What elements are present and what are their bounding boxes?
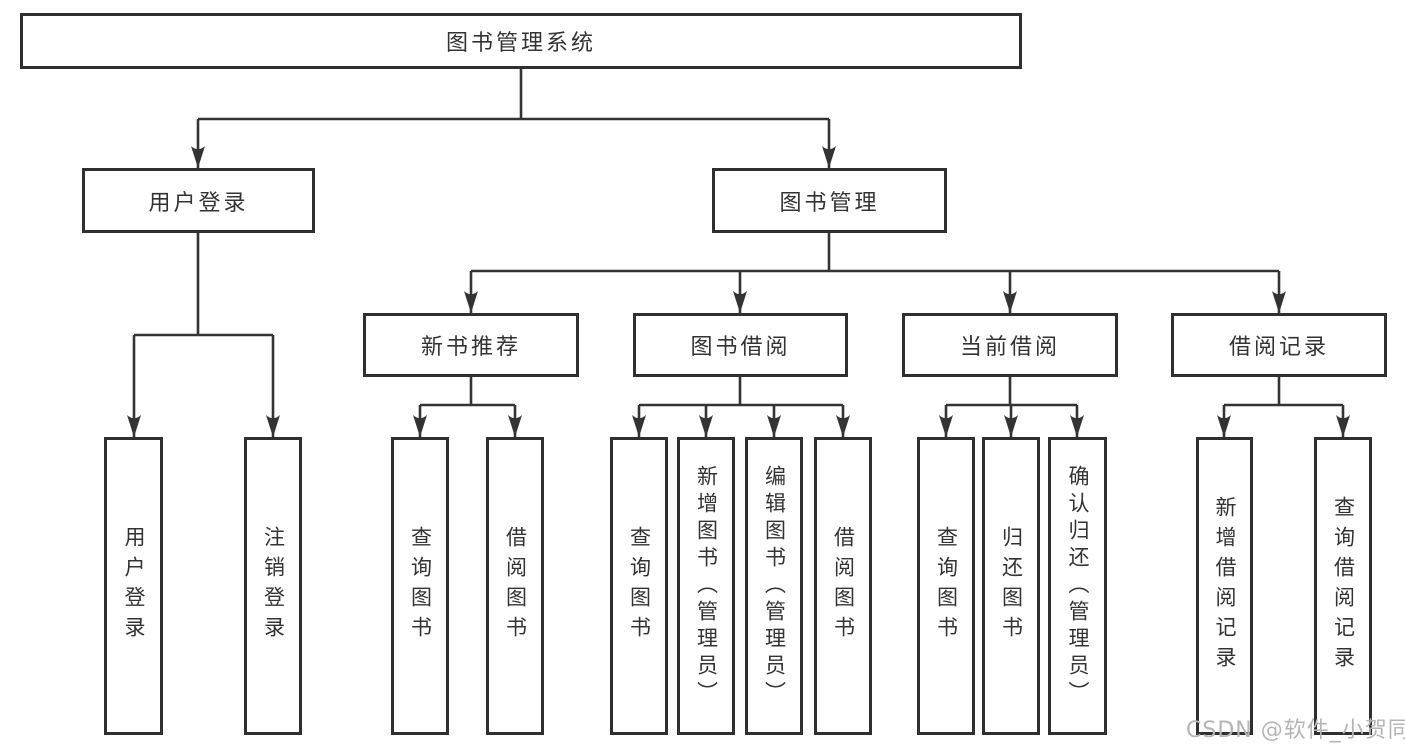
leaf-borrow-query-book: 查询图书 [610,437,668,735]
leaf-borrow-borrow-book-label: 借阅图书 [831,526,856,646]
watermark: CSDN @软件_小贺同学 [1186,718,1405,743]
node-borrow-record-label: 借阅记录 [1228,335,1329,360]
node-user-login: 用户登录 [82,168,315,233]
leaf-record-add-record: 新增借阅记录 [1196,437,1253,735]
leaf-user-login-label: 用户登录 [122,526,146,646]
node-new-book-recommend: 新书推荐 [363,313,579,377]
leaf-current-return-book-label: 归还图书 [999,526,1024,646]
leaf-recommend-borrow-book: 借阅图书 [486,437,544,735]
node-book-borrow: 图书借阅 [633,313,848,377]
leaf-borrow-add-book-label: 新增图书（管理员） [694,464,719,708]
leaf-borrow-borrow-book: 借阅图书 [814,437,872,735]
leaf-current-confirm-return: 确认归还（管理员） [1048,437,1107,735]
leaf-borrow-add-book: 新增图书（管理员） [677,437,735,735]
node-root: 图书管理系统 [20,13,1022,69]
leaf-recommend-query-book: 查询图书 [391,437,449,735]
node-book-borrow-label: 图书借阅 [690,335,791,360]
leaf-recommend-borrow-book-label: 借阅图书 [503,526,528,646]
leaf-borrow-edit-book-label: 编辑图书（管理员） [762,464,787,708]
leaf-record-query-record: 查询借阅记录 [1314,437,1372,735]
node-root-label: 图书管理系统 [445,31,596,56]
node-user-login-label: 用户登录 [148,190,249,216]
node-book-management: 图书管理 [712,168,947,233]
leaf-user-login: 用户登录 [104,437,163,735]
node-current-borrow-label: 当前借阅 [959,335,1060,360]
leaf-record-add-record-label: 新增借阅记录 [1213,496,1237,676]
node-new-book-recommend-label: 新书推荐 [420,335,521,360]
node-book-management-label: 图书管理 [779,190,880,216]
leaf-borrow-edit-book: 编辑图书（管理员） [745,437,803,735]
leaf-logout: 注销登录 [244,437,302,735]
leaf-current-query-book: 查询图书 [917,437,975,735]
leaf-current-confirm-return-label: 确认归还（管理员） [1066,464,1090,708]
leaf-recommend-query-book-label: 查询图书 [408,526,433,646]
leaf-record-query-record-label: 查询借阅记录 [1331,496,1356,676]
leaf-borrow-query-book-label: 查询图书 [627,526,652,646]
leaf-current-query-book-label: 查询图书 [934,526,959,646]
leaf-logout-label: 注销登录 [261,526,286,646]
leaf-current-return-book: 归还图书 [982,437,1040,735]
node-borrow-record: 借阅记录 [1171,313,1387,377]
node-current-borrow: 当前借阅 [902,313,1118,377]
